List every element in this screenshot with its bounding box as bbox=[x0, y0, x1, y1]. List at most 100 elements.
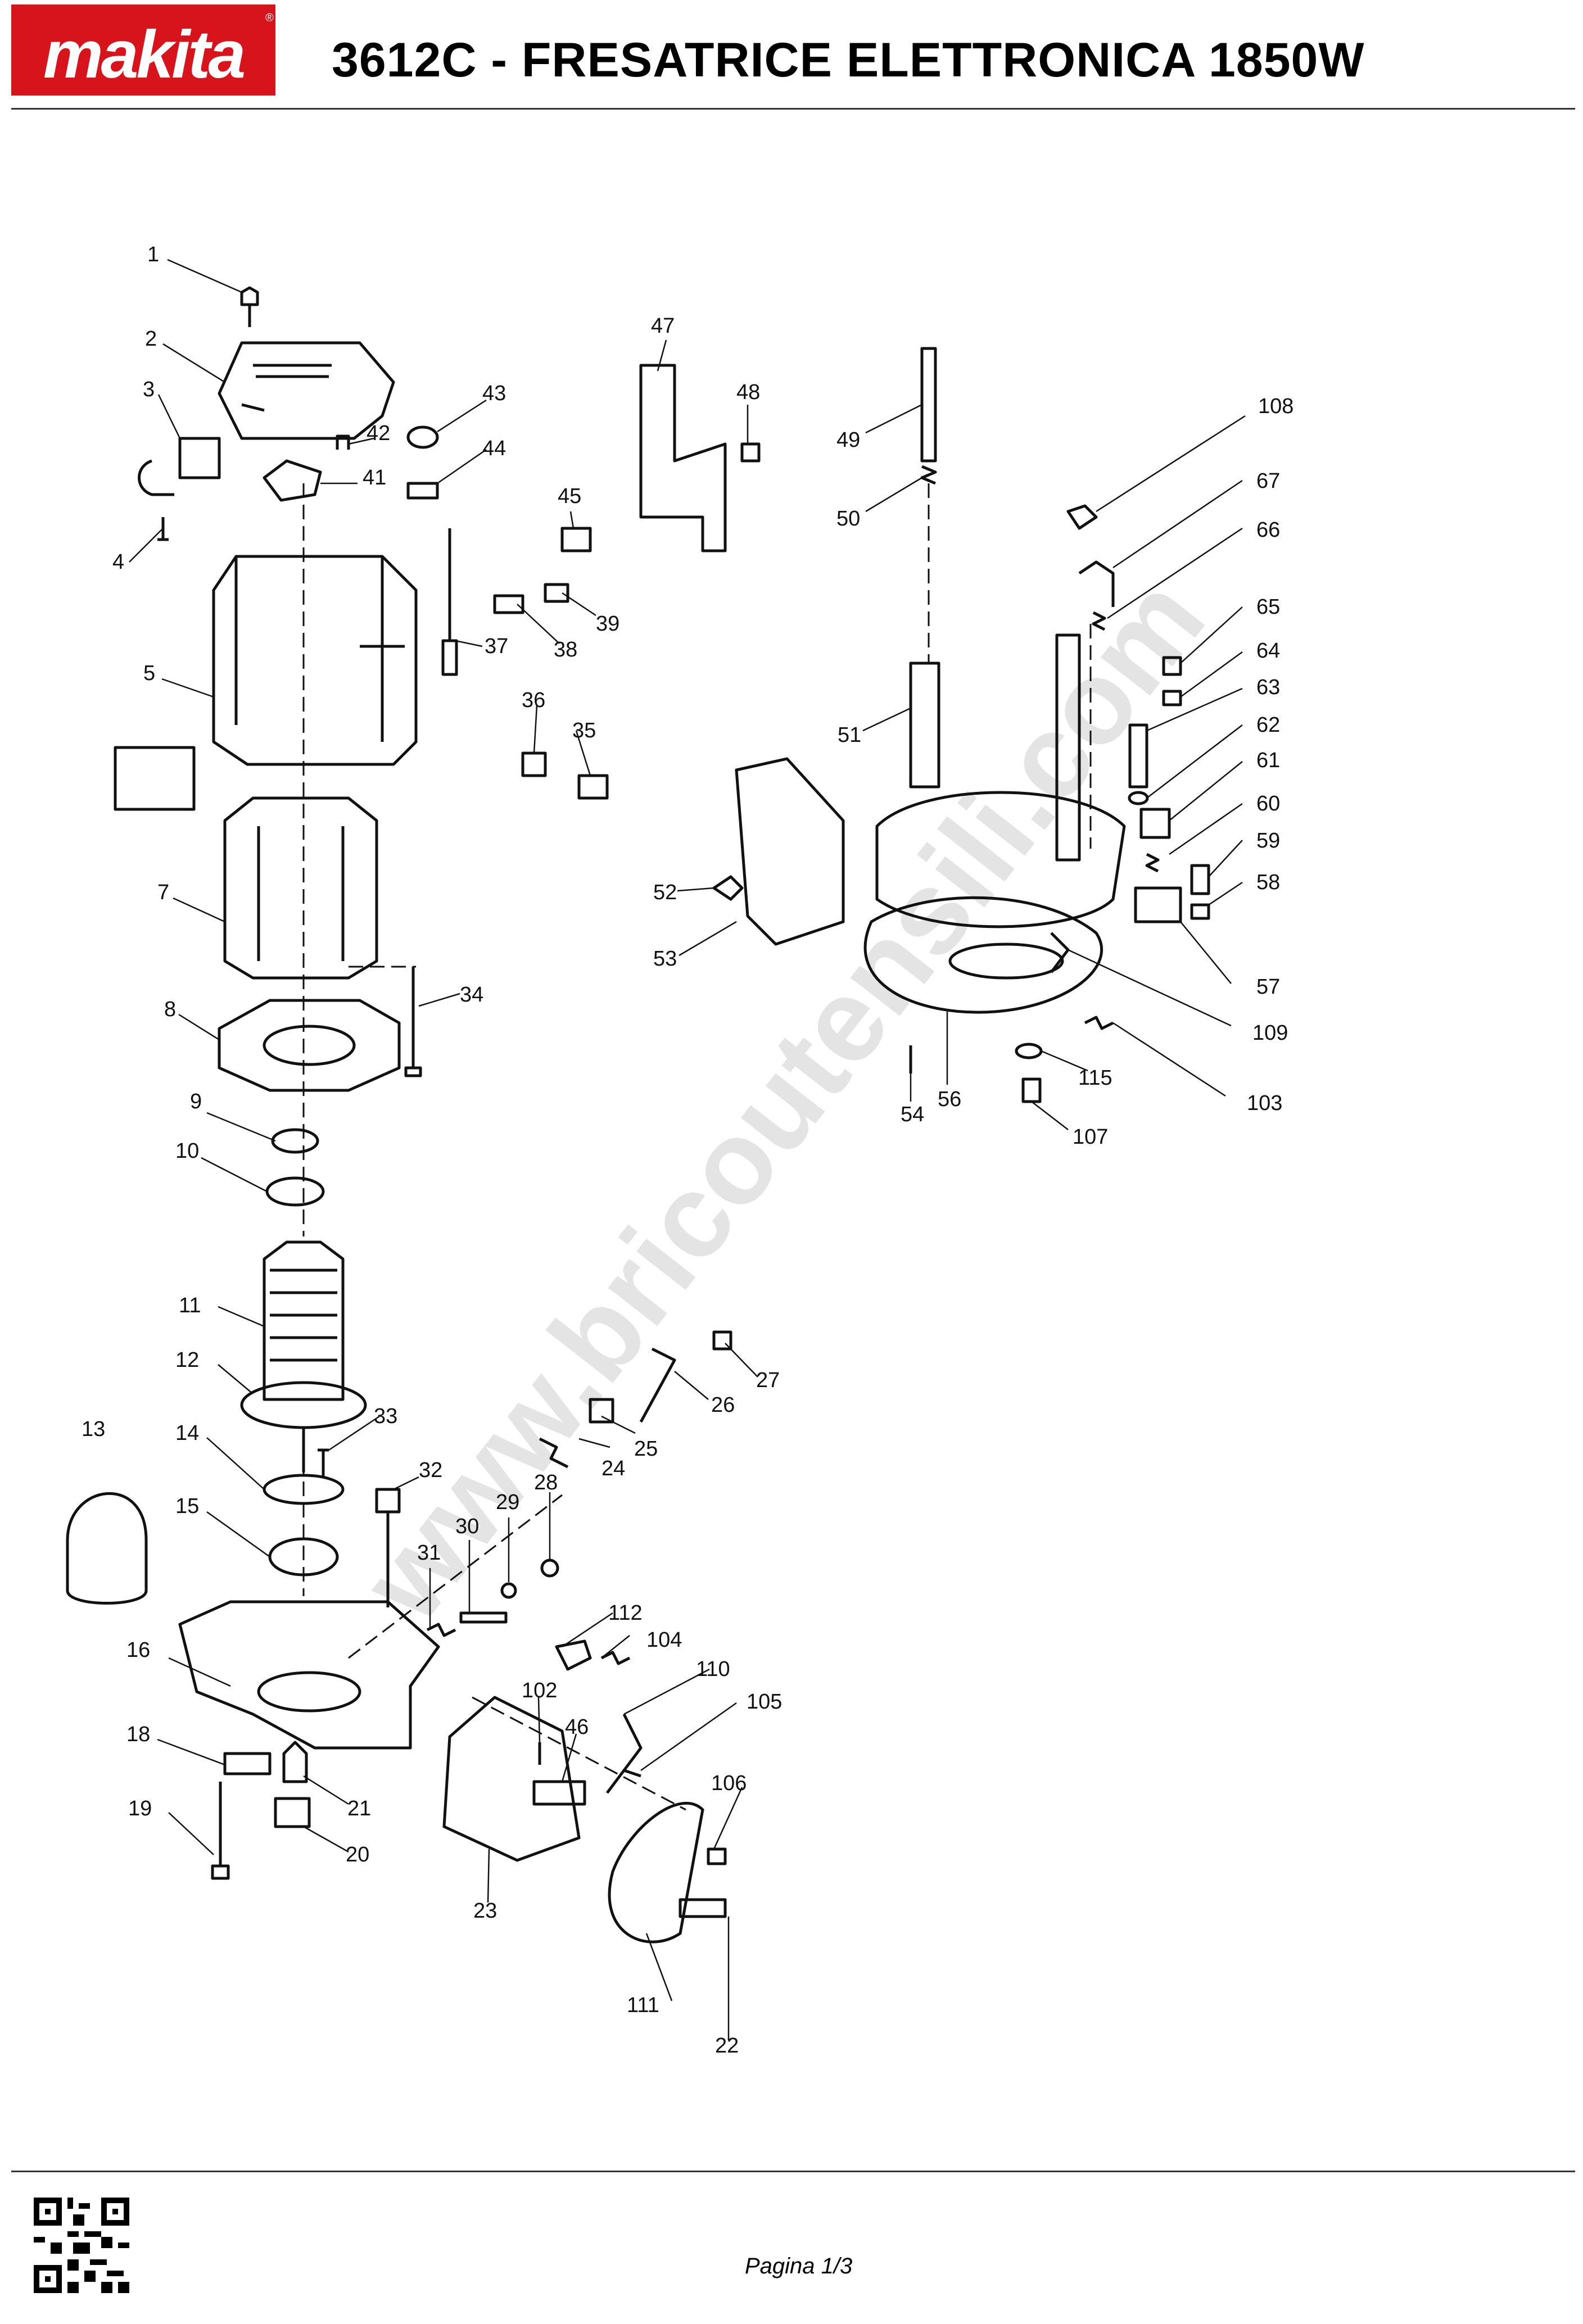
washer-part-29 bbox=[500, 1582, 517, 1599]
plate-part-108 bbox=[1066, 504, 1098, 530]
nut-part-20 bbox=[274, 1797, 311, 1828]
part-label: 5 bbox=[143, 662, 155, 685]
wing-screw-part-52 bbox=[712, 875, 744, 901]
part-label: 64 bbox=[1256, 639, 1280, 663]
part-label: 60 bbox=[1256, 792, 1280, 816]
rod-part-49 bbox=[920, 347, 937, 463]
washer-part-62 bbox=[1128, 791, 1149, 805]
part-labels: 1 2 3 4 5 7 8 9 10 11 12 13 14 15 16 18 … bbox=[82, 243, 1293, 2058]
part-label: 63 bbox=[1256, 676, 1280, 699]
part-label: 10 bbox=[175, 1139, 199, 1163]
base-housing-part-16 bbox=[178, 1600, 440, 1750]
part-label: 54 bbox=[901, 1103, 924, 1126]
part-label: 35 bbox=[572, 719, 596, 742]
spring-part-103 bbox=[1084, 1016, 1114, 1030]
depth-stop-part-47 bbox=[639, 364, 727, 552]
nut-part-65 bbox=[1162, 656, 1182, 676]
brush-ring-part-8 bbox=[218, 999, 401, 1092]
page-title: 3612C - FRESATRICE ELETTRONICA 1850W bbox=[332, 33, 1365, 87]
screw-part-106 bbox=[707, 1847, 727, 1865]
part-label: 38 bbox=[554, 638, 577, 662]
bushing-part-35 bbox=[577, 774, 609, 800]
part-label: 27 bbox=[756, 1369, 780, 1392]
stopper-part-57 bbox=[1134, 886, 1182, 923]
bolt-part-32 bbox=[375, 1488, 401, 1607]
handle-part-15 bbox=[66, 1492, 148, 1605]
part-label: 106 bbox=[711, 1772, 747, 1795]
part-label: 66 bbox=[1256, 518, 1280, 542]
part-label: 52 bbox=[653, 881, 677, 904]
part-label: 30 bbox=[455, 1515, 479, 1538]
part-label: 21 bbox=[347, 1797, 371, 1820]
terminal-part-45 bbox=[560, 527, 592, 552]
part-label: 67 bbox=[1256, 469, 1280, 493]
part-label: 37 bbox=[485, 635, 508, 658]
motor-housing-part-5 bbox=[212, 555, 418, 766]
pin-part-105 bbox=[623, 1769, 641, 1778]
motor-cover-part-2 bbox=[218, 341, 395, 440]
part-label: 31 bbox=[417, 1541, 441, 1565]
part-label: 26 bbox=[711, 1393, 735, 1417]
part-label: 51 bbox=[838, 723, 861, 747]
part-label: 109 bbox=[1252, 1021, 1288, 1045]
cord-part-37 bbox=[441, 528, 458, 676]
armature-part-11 bbox=[263, 1240, 345, 1401]
part-label: 45 bbox=[558, 484, 581, 508]
part-label: 61 bbox=[1256, 749, 1280, 772]
part-label: 110 bbox=[696, 1657, 730, 1681]
part-label: 57 bbox=[1256, 975, 1280, 999]
part-label: 7 bbox=[157, 881, 169, 904]
nut-part-44 bbox=[406, 482, 439, 500]
spring-part-104 bbox=[600, 1651, 631, 1665]
bearing-part-9 bbox=[271, 1128, 319, 1154]
knob-part-43 bbox=[406, 425, 439, 449]
part-label: 24 bbox=[601, 1457, 625, 1480]
bearing-part-10 bbox=[265, 1176, 325, 1207]
screw-part-18 bbox=[223, 1752, 272, 1775]
part-label: 43 bbox=[482, 382, 506, 405]
screw-part-1 bbox=[240, 286, 259, 327]
spring-part-31 bbox=[426, 1623, 456, 1637]
bolt-part-63 bbox=[1128, 723, 1148, 789]
part-label: 115 bbox=[1078, 1066, 1112, 1090]
part-label: 36 bbox=[522, 688, 545, 712]
part-label: 46 bbox=[565, 1715, 589, 1739]
part-label: 14 bbox=[175, 1421, 199, 1445]
part-label: 11 bbox=[179, 1294, 201, 1317]
wing-bolt-part-67 bbox=[1078, 560, 1115, 607]
svg-text:®: ® bbox=[265, 12, 274, 24]
part-label: 18 bbox=[126, 1723, 150, 1746]
screw-part-48 bbox=[740, 442, 761, 463]
screw-part-33 bbox=[318, 1448, 329, 1478]
nut-part-58 bbox=[1190, 903, 1210, 920]
watermark: www.bricoutensili.com bbox=[336, 554, 1229, 1645]
part-label: 112 bbox=[608, 1601, 643, 1625]
part-label: 103 bbox=[1247, 1091, 1282, 1115]
switch-part-46 bbox=[532, 1780, 586, 1806]
svg-text:makita: makita bbox=[43, 17, 244, 92]
nut-part-28 bbox=[540, 1559, 559, 1578]
part-label: 29 bbox=[496, 1491, 519, 1514]
column-part-51 bbox=[909, 662, 940, 789]
part-label: 15 bbox=[175, 1494, 199, 1518]
spring-part-60 bbox=[1145, 853, 1160, 873]
header-divider bbox=[11, 108, 1575, 110]
part-label: 28 bbox=[534, 1471, 558, 1494]
part-label: 22 bbox=[715, 2034, 739, 2058]
chip-guard-part-53 bbox=[735, 757, 845, 946]
part-label: 39 bbox=[596, 612, 619, 636]
fan-part-12 bbox=[240, 1381, 367, 1429]
bolt-part-59 bbox=[1190, 864, 1210, 895]
part-label: 62 bbox=[1256, 713, 1280, 737]
screw-part-39 bbox=[544, 583, 569, 603]
plate-part-38 bbox=[493, 594, 524, 614]
part-label: 107 bbox=[1073, 1125, 1108, 1149]
spring-part-66 bbox=[1092, 611, 1106, 631]
part-label: 53 bbox=[653, 947, 677, 971]
part-label: 25 bbox=[634, 1437, 658, 1461]
stator-part-7 bbox=[223, 796, 378, 980]
part-label: 32 bbox=[419, 1458, 442, 1482]
part-label: 58 bbox=[1256, 871, 1280, 894]
brush-holder-part-3 bbox=[138, 437, 221, 496]
part-label: 8 bbox=[164, 998, 176, 1021]
